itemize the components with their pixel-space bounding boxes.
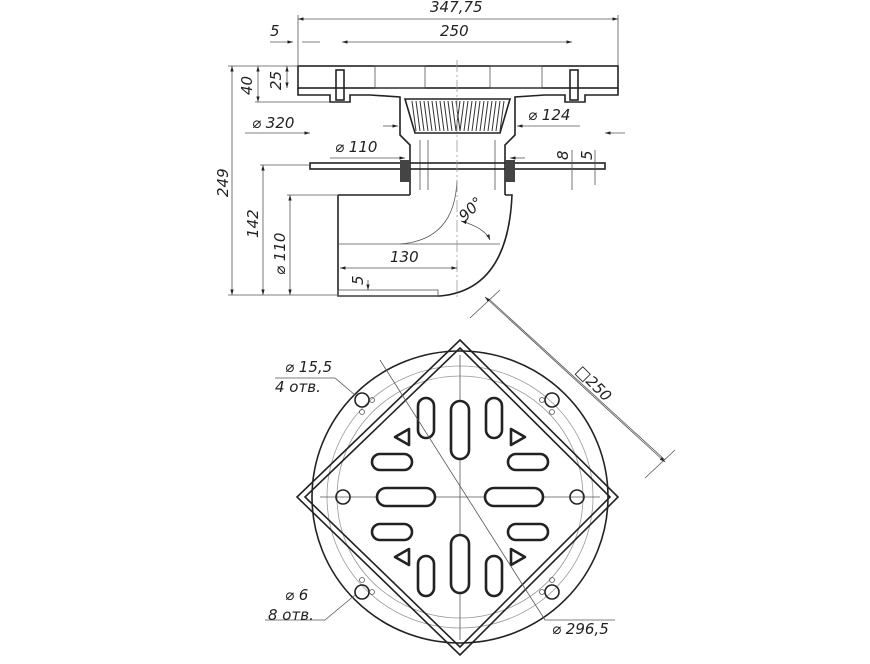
hole-diameter-small: ⌀ 6: [285, 586, 308, 604]
grate-slot: [449, 399, 471, 461]
grate-slot: [370, 452, 414, 472]
grate-screw-left: [335, 489, 351, 505]
small-mounting-hole: [369, 589, 375, 595]
small-mounting-hole: [549, 409, 555, 415]
strainer-rib: [447, 100, 453, 132]
seal-left: [400, 160, 410, 182]
grate-triangle-slot: [393, 427, 411, 447]
strainer-rib: [443, 100, 449, 132]
grate-slot: [506, 522, 550, 542]
large-mounting-hole: [544, 392, 560, 408]
grate-slot: [370, 522, 414, 542]
hole-count-large: 4 отв.: [275, 378, 321, 396]
grate-slot: [506, 452, 550, 472]
strainer-rib: [499, 100, 505, 132]
strainer-rib: [459, 100, 465, 132]
grate-slot: [375, 486, 437, 508]
strainer-rib: [483, 100, 489, 132]
small-mounting-hole: [369, 397, 375, 403]
small-mounting-hole: [539, 589, 545, 595]
small-mounting-hole: [359, 409, 365, 415]
large-mounting-hole: [354, 584, 370, 600]
small-mounting-hole: [549, 577, 555, 583]
grate-slot: [416, 396, 436, 440]
small-mounting-hole: [539, 397, 545, 403]
dim-5-right: 5: [578, 150, 596, 160]
strainer-basket: [403, 98, 512, 134]
grate-slot: [449, 533, 471, 595]
dim-grate-size: 250: [440, 22, 469, 40]
grate-triangle-slot: [393, 547, 411, 567]
grate-flange-section: [297, 65, 619, 89]
strainer-rib: [475, 100, 481, 132]
hole-diameter-large: ⌀ 15,5: [285, 358, 332, 376]
small-mounting-hole: [359, 577, 365, 583]
body-diameter: ⌀ 296,5: [552, 620, 609, 638]
grate-slot: [416, 554, 436, 598]
strainer-rib: [463, 100, 469, 132]
strainer-rib: [411, 100, 417, 132]
strainer-rib: [491, 100, 497, 132]
screw-right: [569, 69, 579, 101]
plan-dimension-lines: [265, 289, 676, 621]
section-view: 347,75 5 250 40 25 249 ⌀ 320 ⌀ 110 ⌀ 124…: [214, 0, 625, 300]
dim-grate-thickness: 25: [267, 71, 285, 90]
dim-total-height: 249: [214, 168, 232, 197]
large-mounting-hole: [354, 392, 370, 408]
body-outer-circle: [311, 350, 609, 644]
strainer-rib: [415, 100, 421, 132]
hole-count-small: 8 отв.: [268, 606, 314, 624]
strainer-rib: [495, 100, 501, 132]
strainer-rib: [427, 100, 433, 132]
strainer-rib: [471, 100, 477, 132]
strainer-rib: [479, 100, 485, 132]
membrane-flange: [309, 162, 606, 170]
dim-angle: 90°: [455, 193, 487, 225]
strainer-rib: [431, 100, 437, 132]
dim-diameter-124: ⌀ 124: [528, 106, 570, 124]
dim-height-142: 142: [244, 209, 262, 238]
square-size: □250: [572, 362, 615, 405]
dim-wall-5: 5: [349, 275, 367, 285]
grate-slot: [484, 396, 504, 440]
dim-diameter-320: ⌀ 320: [252, 114, 294, 132]
elbow-outlet: [337, 194, 513, 297]
strainer-rib: [435, 100, 441, 132]
dim-flange-offset: 5: [270, 22, 280, 40]
plan-view: ⌀ 15,5 4 отв. ⌀ 6 8 отв. ⌀ 296,5 □250: [265, 289, 676, 657]
large-mounting-hole: [544, 584, 560, 600]
strainer-rib: [467, 100, 473, 132]
grate-triangle-slot: [509, 427, 527, 447]
dim-flange-height: 40: [238, 76, 256, 95]
grate-triangle-slot: [509, 547, 527, 567]
dim-diameter-110-top: ⌀ 110: [335, 138, 377, 156]
strainer-rib: [439, 100, 445, 132]
dimension-lines: [228, 15, 625, 296]
grate-slot: [483, 486, 545, 508]
strainer-rib: [419, 100, 425, 132]
dim-diameter-110-outlet: ⌀ 110: [271, 233, 289, 275]
strainer-rib: [487, 100, 493, 132]
screw-left: [335, 69, 345, 101]
strainer-rib: [423, 100, 429, 132]
seal-right: [505, 160, 515, 182]
dim-offset-130: 130: [390, 248, 419, 266]
grate-slot: [484, 554, 504, 598]
grate-screw-right: [569, 489, 585, 505]
dim-overall-width: 347,75: [430, 0, 483, 16]
strainer-rib: [451, 100, 457, 132]
dim-8: 8: [554, 150, 572, 160]
